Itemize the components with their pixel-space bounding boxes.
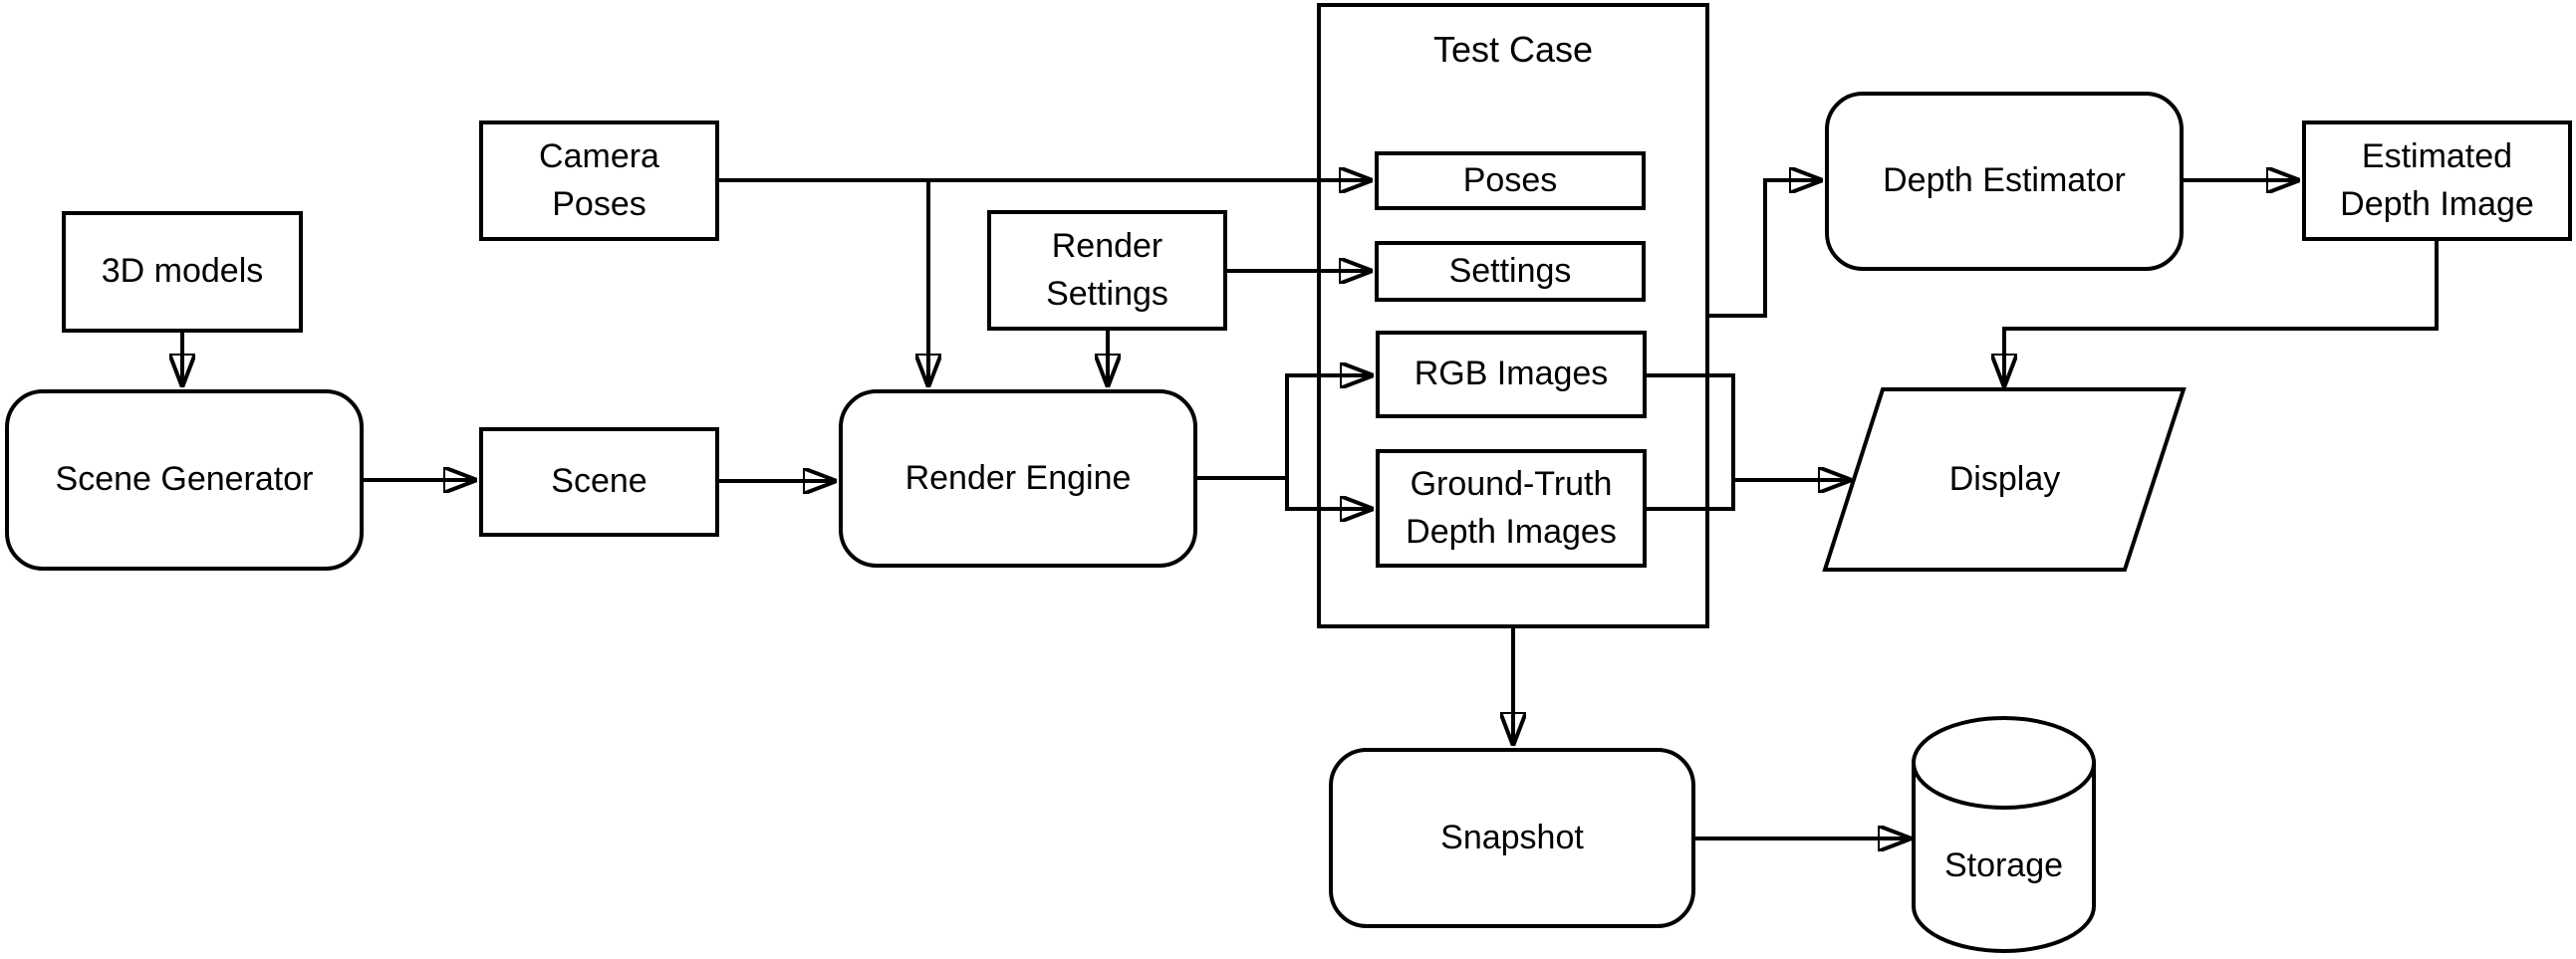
edge-render-engine-to-rgb-images: [1197, 375, 1372, 480]
node-snapshot: Snapshot: [1329, 748, 1695, 928]
node-depth-estimator-label: Depth Estimator: [1883, 161, 2126, 200]
node-render-engine: Render Engine: [839, 389, 1197, 568]
node-rgb-images: RGB Images: [1376, 331, 1647, 418]
node-scene-generator-label: Scene Generator: [55, 460, 314, 499]
node-settings: Settings: [1375, 241, 1646, 302]
node-estimated-depth-image: Estimated Depth Image: [2302, 120, 2572, 241]
edge-render-engine-to-ground-truth: [1285, 478, 1372, 509]
node-snapshot-label: Snapshot: [1440, 818, 1584, 856]
edge-test-case-to-depth-estimator: [1709, 180, 1821, 318]
node-3d-models-label: 3D models: [101, 252, 264, 291]
node-render-engine-label: Render Engine: [904, 458, 1132, 497]
node-depth-estimator: Depth Estimator: [1825, 92, 2184, 271]
display-parallelogram-shape: [1822, 387, 2187, 572]
node-camera-poses: Camera Poses: [479, 120, 719, 241]
node-camera-poses-label: Camera Poses: [539, 136, 659, 223]
node-ground-truth-depth-images: Ground-Truth Depth Images: [1376, 449, 1647, 568]
node-ground-truth-depth-images-label: Ground-Truth Depth Images: [1406, 464, 1617, 551]
node-estimated-depth-image-label: Estimated Depth Image: [2340, 136, 2534, 223]
node-scene: Scene: [479, 427, 719, 537]
node-test-case: Test Case: [1317, 3, 1709, 628]
test-case-title: Test Case: [1432, 29, 1594, 70]
node-settings-label: Settings: [1448, 251, 1572, 290]
node-poses: Poses: [1375, 151, 1646, 210]
edge-ground-truth-to-junction: [1646, 373, 1735, 511]
edge-estimated-depth-image-to-display: [2004, 241, 2439, 385]
storage-cylinder-body: [1912, 763, 2096, 953]
node-3d-models: 3D models: [62, 211, 303, 333]
node-scene-label: Scene: [551, 462, 647, 501]
node-scene-generator: Scene Generator: [5, 389, 364, 571]
node-poses-label: Poses: [1462, 160, 1558, 199]
storage-cylinder-top: [1912, 716, 2096, 810]
node-render-settings: Render Settings: [987, 210, 1227, 331]
node-render-settings-label: Render Settings: [1046, 226, 1168, 313]
node-rgb-images-label: RGB Images: [1414, 355, 1609, 393]
